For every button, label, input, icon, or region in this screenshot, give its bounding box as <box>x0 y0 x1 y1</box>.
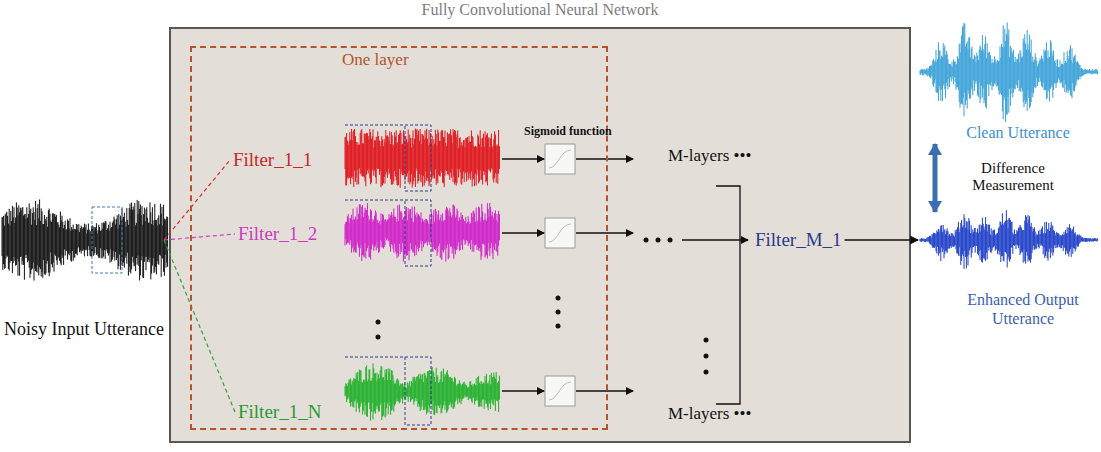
window-leader <box>345 200 405 201</box>
waveform-node: Noisy Input Utterance <box>4 190 164 340</box>
waveform <box>2 200 168 281</box>
input-link <box>164 160 230 240</box>
network-panel <box>170 28 910 442</box>
network-panel: Fully Convolutional Neural NetworkOne la… <box>170 28 910 442</box>
node-text: Filter_1_N <box>235 400 324 424</box>
node-text: Noisy Input Utterance <box>4 319 164 340</box>
layer-label: M-layers ••• <box>668 404 751 424</box>
node-text: Filter_1_2 <box>235 222 320 246</box>
output-arrow <box>845 239 918 240</box>
layer-box: One layerFilter_1_1Filter_1_2Filter_1_N <box>190 46 608 430</box>
waveform <box>920 210 1098 269</box>
ellipsis-dots <box>376 238 709 375</box>
waveform <box>345 363 499 420</box>
comparison-arrow <box>933 144 938 212</box>
window-box <box>405 125 431 191</box>
input-link <box>164 240 235 412</box>
edge-label: Difference Measurement <box>958 160 1068 195</box>
window-leader <box>345 357 405 358</box>
node-text: Fully Convolutional Neural Network <box>170 1 910 19</box>
node-text: Filter_M_1 <box>752 228 845 252</box>
filter-label: Filter_1_N <box>235 400 324 424</box>
node-text: Enhanced Output Utterance <box>948 291 1098 328</box>
component-label: Sigmoid function <box>524 124 612 139</box>
window-box <box>405 200 431 266</box>
filter-label: Filter_1_1 <box>230 148 315 172</box>
node-text: Clean Utterance <box>938 124 1098 142</box>
window-box <box>92 207 122 273</box>
filter-label: Filter_M_1 <box>752 228 845 252</box>
input-link <box>164 234 235 240</box>
flow-arrow <box>502 159 633 391</box>
waveform <box>345 129 499 188</box>
sigmoid-box <box>545 144 575 406</box>
window-leader <box>345 125 405 126</box>
waveform <box>920 22 1098 122</box>
filter-label: Filter_1_2 <box>235 222 320 246</box>
window-box <box>405 357 431 425</box>
waveform-node: Enhanced Output Utterance <box>918 212 1098 328</box>
layer-label: M-layers ••• <box>668 146 751 166</box>
waveform <box>345 203 499 262</box>
node-text: One layer <box>342 50 409 70</box>
merge-bracket <box>682 186 748 404</box>
waveform-node: Clean Utterance <box>918 14 1098 144</box>
waveforms <box>2 22 1098 420</box>
node-text: Filter_1_1 <box>230 148 315 172</box>
